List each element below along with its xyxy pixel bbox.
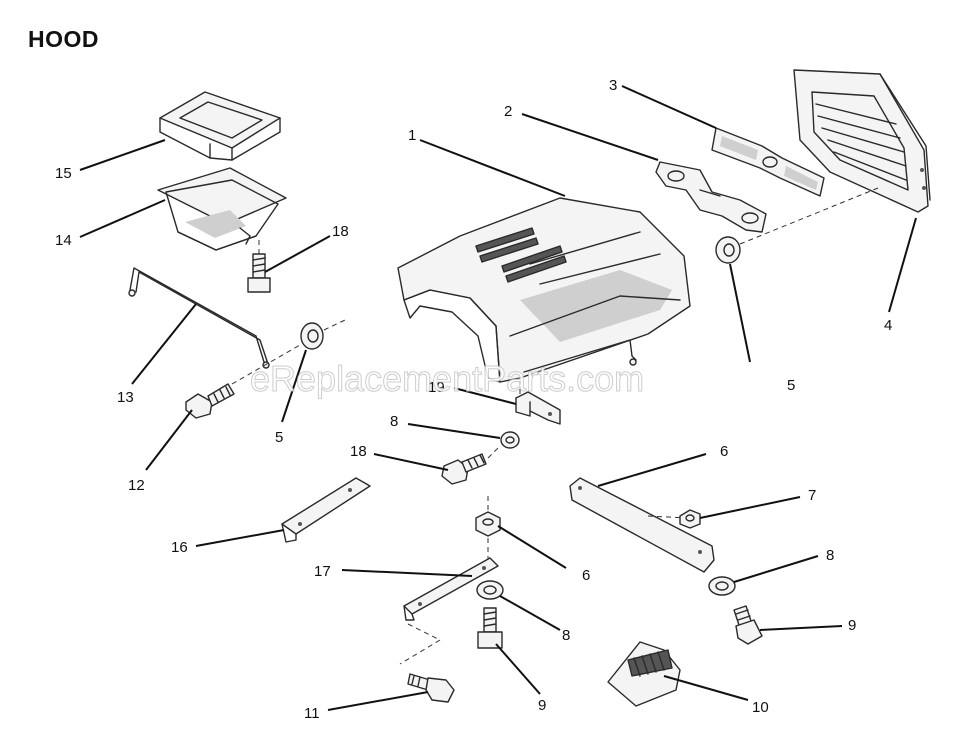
callout-9-center: 9 [538,697,546,714]
callout-labels: 1 2 3 4 5 5 6 6 7 8 8 8 9 9 10 11 12 13 … [55,77,892,722]
part-17-strap [399,557,499,665]
callout-8-center: 8 [562,627,570,644]
part-18-bolt-lower [441,445,501,485]
part-3-bracket [711,127,825,197]
part-9-bolt-right [733,605,763,645]
part-14-tray [157,167,287,251]
callout-18-lower: 18 [350,443,367,460]
diagram-title: HOOD [28,26,99,52]
callout-17: 17 [314,563,331,580]
callout-8-upper: 8 [390,413,398,430]
part-12-bolt [185,383,235,419]
part-15-seal [159,91,281,161]
callout-5-left: 5 [275,429,283,446]
callout-11: 11 [304,705,320,722]
part-6-strap-right [569,477,715,573]
callout-18-upper: 18 [332,223,349,240]
callout-15: 15 [55,165,72,182]
part-19-clip [515,380,561,425]
callout-6-strap: 6 [720,443,728,460]
part-4-grille [793,69,931,213]
part-5-nut-right [715,187,879,264]
part-16-strap [281,477,371,543]
callout-14: 14 [55,232,72,249]
part-8-washer-upper [500,431,520,449]
part-5-nut-left [231,319,346,385]
callout-5-right: 5 [787,377,795,394]
callout-9-right: 9 [848,617,856,634]
part-18-bolt-upper [247,240,271,293]
part-10-spring [607,641,681,707]
callout-3: 3 [609,77,617,94]
callout-6-nut: 6 [582,567,590,584]
watermark-text: eReplacementParts.com [249,358,645,400]
callout-10: 10 [752,699,769,716]
leader-lines [79,85,917,711]
callout-7: 7 [808,487,816,504]
part-6-nut-center [475,496,501,560]
callout-13: 13 [117,389,134,406]
callout-2: 2 [504,103,512,120]
callout-4: 4 [884,317,892,334]
callout-1: 1 [408,127,416,144]
part-8-washer-center [476,580,504,600]
part-2-bracket [655,161,767,233]
callout-12: 12 [128,477,145,494]
callout-16: 16 [171,539,188,556]
part-11-bolt [407,673,455,703]
part-1-hood [397,197,691,383]
part-9-bolt-center [477,607,503,649]
callout-8-right: 8 [826,547,834,564]
part-7-nut [679,509,701,529]
callout-19: 19 [428,379,445,396]
part-8-washer-right [708,576,736,596]
